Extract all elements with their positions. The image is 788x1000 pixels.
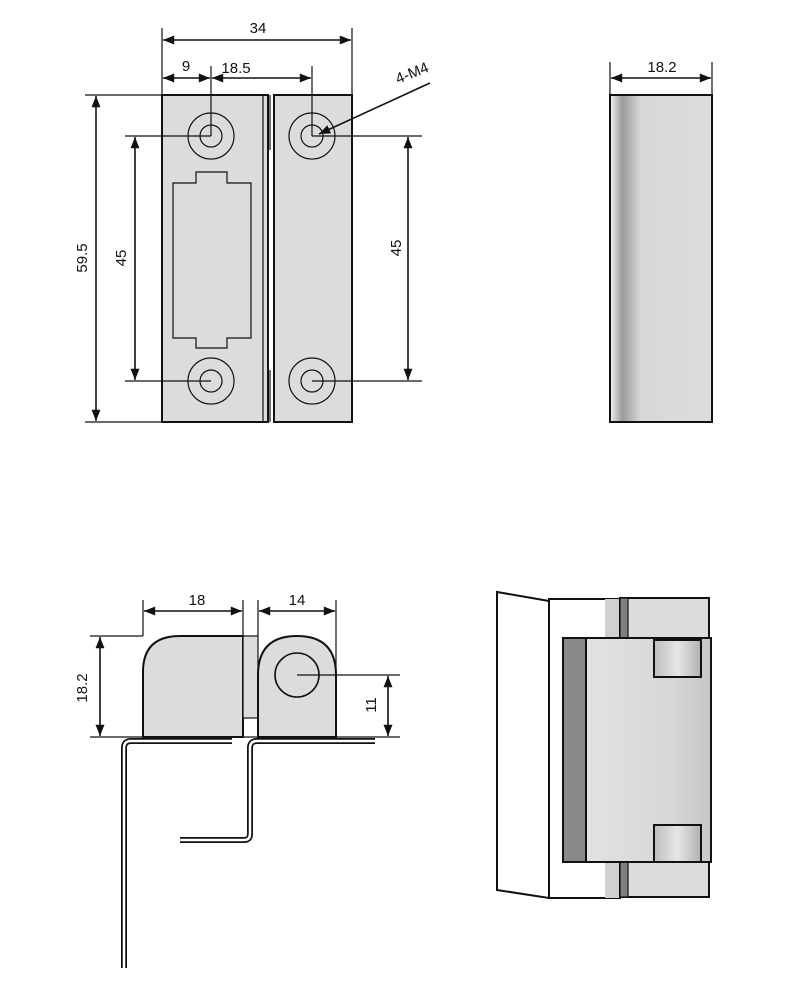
dim-hole-spacing-x: 18.5 [221,60,250,77]
leaf-section [142,635,244,738]
dim-knuckle-width: 14 [289,592,306,609]
right-leaf [273,94,353,423]
dim-edge-to-hole: 9 [182,58,190,75]
dim-leaf-width: 18 [189,592,206,609]
top-view: 18 14 18.2 11 [74,592,400,968]
knuckle-top [653,639,702,678]
front-view: 34 9 18.5 4-M4 59.5 45 45 [74,20,431,423]
hinge-body-side [562,637,587,863]
knuckle-section [257,634,337,738]
hole-callout: 4-M4 [393,59,431,88]
side-profile [609,94,713,423]
left-leaf [161,94,269,423]
side-view: 18.2 [609,59,713,423]
dim-height: 18.2 [74,673,91,702]
dim-pin-height: 11 [363,697,380,713]
dim-overall-width: 34 [250,20,267,37]
dim-thickness: 18.2 [647,59,676,76]
slot [172,171,252,349]
knuckle-bottom [653,824,702,863]
dim-hole-spacing-right: 45 [388,240,405,257]
isometric-view [496,590,712,900]
dim-hole-spacing-left: 45 [113,250,130,267]
dim-overall-height: 59.5 [74,243,91,272]
